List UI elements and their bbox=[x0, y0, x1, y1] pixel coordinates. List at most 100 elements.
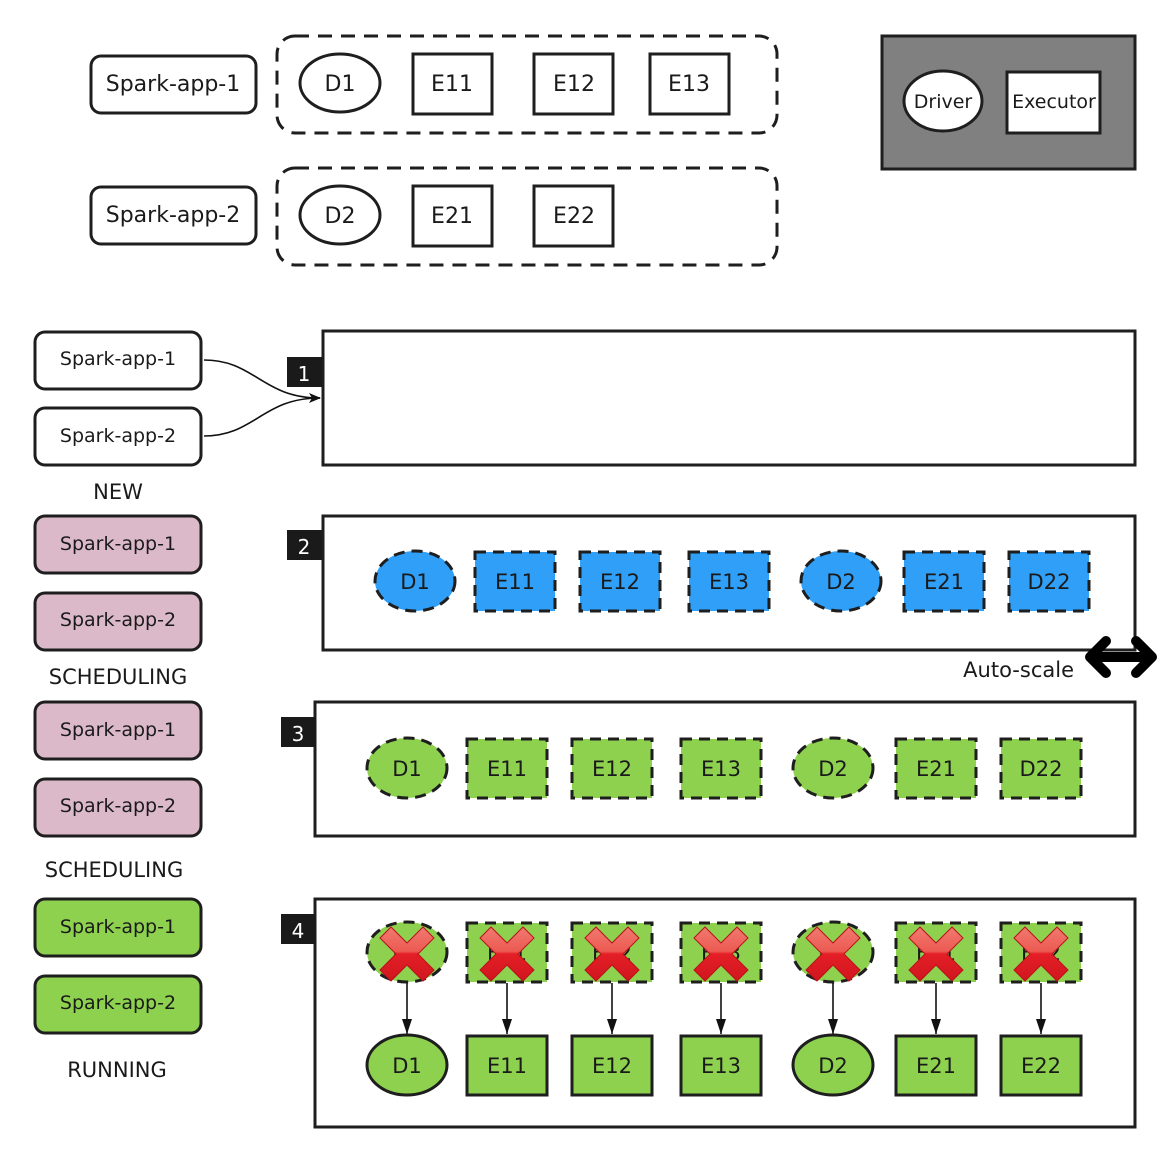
pod-label: E12 bbox=[592, 757, 632, 781]
terminated-x-icon bbox=[379, 926, 435, 982]
cluster-box bbox=[321, 329, 1137, 467]
step-badge bbox=[287, 530, 322, 560]
app-box bbox=[89, 54, 258, 115]
app-label: Spark-app-1 bbox=[106, 72, 240, 97]
arrowhead bbox=[402, 1019, 412, 1034]
app-group-outline bbox=[275, 166, 779, 267]
pod-label: E21 bbox=[916, 757, 956, 781]
arrowhead bbox=[828, 1019, 838, 1034]
executor-node: E12 bbox=[578, 550, 662, 613]
pod-label: D2 bbox=[826, 570, 856, 594]
terminated-x-icon bbox=[584, 926, 640, 982]
legend-executor-label: Executor bbox=[1012, 91, 1096, 113]
executor-node: E13 bbox=[679, 1034, 763, 1097]
app-box bbox=[33, 974, 203, 1035]
overview-app-1: Spark-app-1 D1 E11 E12 E13 bbox=[89, 34, 779, 135]
app-label: Spark-app-2 bbox=[60, 795, 176, 817]
executor-label: E11 bbox=[431, 72, 473, 97]
terminated-x-icon bbox=[693, 926, 749, 982]
arrowhead bbox=[607, 1019, 617, 1034]
pod-label: D2 bbox=[818, 757, 848, 781]
app-label: Spark-app-1 bbox=[60, 348, 176, 370]
arrowhead bbox=[716, 1019, 726, 1034]
app-label: Spark-app-2 bbox=[60, 992, 176, 1014]
app-box bbox=[33, 514, 203, 575]
driver-node: D1 bbox=[365, 1033, 449, 1097]
app-label: Spark-app-2 bbox=[60, 425, 176, 447]
pod-label: E11 bbox=[487, 1054, 527, 1078]
driver-node: D2 bbox=[791, 736, 875, 800]
executor-node: E21 bbox=[894, 1034, 978, 1097]
step-number: 3 bbox=[292, 722, 305, 746]
step-4: Spark-app-1 Spark-app-2 RUNNING 4 D1D1E1… bbox=[33, 897, 1137, 1129]
executor-node: E13 bbox=[679, 737, 763, 800]
legend-executor-shape bbox=[1005, 70, 1102, 135]
executor-node: E11 bbox=[465, 737, 549, 800]
state-label: RUNNING bbox=[67, 1058, 167, 1082]
step-3: Spark-app-1 Spark-app-2 SCHEDULING 3 D1 E… bbox=[33, 700, 1137, 882]
state-label: SCHEDULING bbox=[45, 858, 183, 882]
executor-node: E21 bbox=[902, 550, 986, 613]
app-box bbox=[33, 777, 203, 838]
app-label: Spark-app-2 bbox=[106, 203, 240, 228]
step-number: 1 bbox=[298, 362, 311, 386]
executor-node bbox=[532, 52, 615, 116]
executor-node bbox=[411, 52, 494, 116]
pod-label: D2 bbox=[818, 1054, 848, 1078]
legend: Driver Executor bbox=[880, 34, 1137, 171]
app-box bbox=[33, 700, 203, 761]
arrowhead bbox=[502, 1019, 512, 1034]
step-1: Spark-app-1 Spark-app-2 NEW 1 bbox=[33, 329, 1137, 504]
step-number: 2 bbox=[298, 535, 311, 559]
driver-node bbox=[298, 52, 382, 114]
driver-node: D1 bbox=[365, 736, 449, 800]
step-badge bbox=[281, 914, 316, 944]
pod-label: E22 bbox=[1021, 1054, 1061, 1078]
arrowhead bbox=[931, 1019, 941, 1034]
executor-node: E11 bbox=[473, 550, 557, 613]
pod-label: E12 bbox=[600, 570, 640, 594]
submit-arrow bbox=[203, 397, 321, 437]
pod-label: E21 bbox=[924, 570, 964, 594]
terminated-x-icon bbox=[805, 926, 861, 982]
pod-label: E21 bbox=[916, 1054, 956, 1078]
executor-node: E12 bbox=[570, 1034, 654, 1097]
auto-scale-arrow-icon bbox=[1085, 636, 1157, 678]
driver-label: D1 bbox=[325, 72, 356, 97]
pod-label: E12 bbox=[592, 1054, 632, 1078]
driver-node bbox=[298, 184, 382, 246]
terminated-x-icon bbox=[908, 926, 964, 982]
app-box bbox=[89, 185, 258, 246]
step-number: 4 bbox=[292, 919, 305, 943]
arrowhead bbox=[1036, 1019, 1046, 1034]
pod-label: E13 bbox=[709, 570, 749, 594]
pod-label: E13 bbox=[701, 1054, 741, 1078]
overview: Spark-app-1 D1 E11 E12 E13 Spark-app-2 D… bbox=[89, 34, 779, 267]
state-label: NEW bbox=[93, 480, 143, 504]
pod-label: E13 bbox=[701, 757, 741, 781]
driver-node: D2 bbox=[791, 1033, 875, 1097]
legend-driver-shape bbox=[902, 69, 984, 133]
executor-label: E22 bbox=[553, 204, 595, 229]
app-label: Spark-app-2 bbox=[60, 609, 176, 631]
app-box bbox=[33, 591, 203, 652]
pod-label: E11 bbox=[487, 757, 527, 781]
state-label: SCHEDULING bbox=[49, 665, 187, 689]
step-badge bbox=[281, 717, 316, 747]
app-box bbox=[33, 406, 203, 467]
executor-node bbox=[532, 184, 615, 248]
driver-label: D2 bbox=[325, 204, 356, 229]
executor-label: E12 bbox=[553, 72, 595, 97]
executor-label: E21 bbox=[431, 204, 473, 229]
executor-node bbox=[411, 184, 494, 248]
app-box bbox=[33, 330, 203, 391]
executor-node: E21 bbox=[894, 737, 978, 800]
executor-node: E13 bbox=[687, 550, 771, 613]
app-label: Spark-app-1 bbox=[60, 719, 176, 741]
driver-node: D2 bbox=[799, 549, 883, 613]
executor-node bbox=[648, 52, 731, 116]
step-badge bbox=[287, 357, 322, 387]
submit-arrow bbox=[203, 359, 321, 403]
executor-node: E11 bbox=[465, 1034, 549, 1097]
